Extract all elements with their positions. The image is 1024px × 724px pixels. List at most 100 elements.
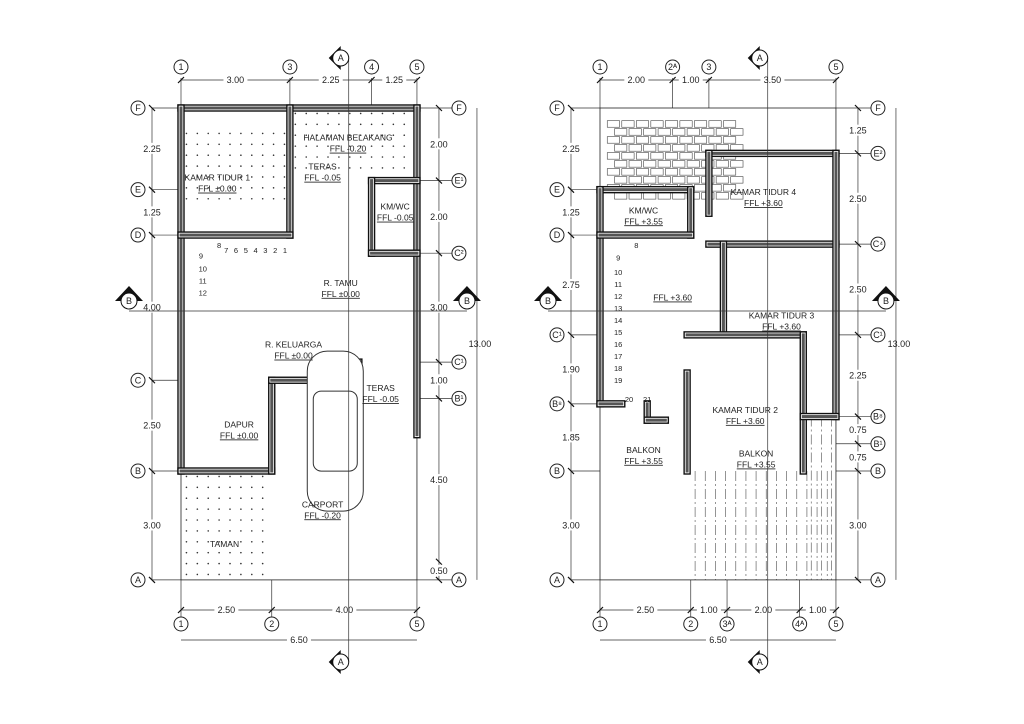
hatch-dot [261, 475, 264, 478]
hatch-dot [272, 176, 275, 178]
hatch-dot [261, 197, 264, 200]
hatch-dot [261, 187, 264, 189]
hatch-dot [196, 497, 199, 500]
grid-bubble [870, 145, 886, 161]
grid-bubble [130, 572, 146, 588]
hatch-dot [185, 562, 188, 565]
dimension-tick [148, 576, 156, 584]
dim-bg [845, 124, 870, 136]
roof-tile [635, 136, 649, 144]
roof-tile [628, 176, 642, 184]
roof-tile [715, 128, 729, 136]
stair-step-number: 3 [263, 246, 267, 255]
hatch-dot [207, 176, 210, 178]
roof-tile [665, 152, 678, 160]
hatch-dot [218, 508, 220, 510]
grid-bubble [409, 59, 425, 75]
dim-bg [426, 374, 451, 386]
dim-bg [624, 75, 649, 85]
roof-tile [621, 152, 635, 160]
grid-label-right: C¹ [454, 357, 464, 367]
roof-tile [694, 136, 708, 144]
dim-bg [845, 283, 870, 295]
hatch-dot [207, 519, 210, 521]
grid-label-right: E² [873, 148, 882, 158]
grid-bubble [130, 227, 146, 243]
roof-tile [650, 152, 664, 160]
dimension-tick [567, 231, 575, 239]
wall-fill [689, 188, 693, 237]
hatch-dot [240, 551, 242, 554]
section-marker-bubble [332, 653, 350, 671]
hatch-dot [240, 530, 242, 532]
section-marker-label: A [338, 53, 344, 63]
roof-tile [679, 152, 693, 160]
wall-fill [598, 402, 624, 406]
dimension-total-height: 13.00 [888, 339, 911, 349]
room-floor-level: FFL ±0.00 [198, 184, 237, 194]
dim-bg [845, 519, 870, 531]
stair-step-number: 8 [217, 241, 221, 250]
grid-bubble [828, 59, 844, 75]
roof-tile [715, 192, 729, 200]
hatch-dot [381, 145, 384, 147]
hatch-dot [207, 165, 210, 167]
dimension-tick [567, 400, 575, 408]
section-marker-label: B [883, 296, 889, 306]
roof-tile [635, 120, 649, 128]
dimension-tick [148, 467, 156, 475]
stair-step-number: 6 [234, 246, 238, 255]
grid-label-top: 5 [833, 62, 838, 72]
room-floor-level: FFL -0.20 [330, 144, 367, 154]
hatch-dot [250, 187, 253, 189]
roof-tile [708, 120, 722, 128]
dimension-tick [854, 576, 862, 584]
stair-step-number: 12 [614, 292, 622, 301]
hatch-dot [218, 187, 220, 189]
hatch-dot [261, 497, 264, 500]
hatch-dot [196, 143, 199, 146]
dim-bg [140, 419, 164, 431]
dim-bg [426, 564, 451, 576]
dimension-value: 3.00 [430, 303, 448, 313]
dim-bg [678, 75, 703, 85]
hatch-dot [196, 540, 199, 543]
hatch-dot [403, 123, 406, 126]
dimension-value: 2.50 [849, 285, 867, 295]
room-name: R. TAMU [324, 278, 358, 288]
hatch-dot [250, 530, 253, 532]
hatch-dot [185, 132, 188, 135]
dim-bg [426, 301, 451, 313]
hatch-dot [185, 176, 188, 178]
hatch-dot [207, 562, 210, 565]
roof-tile [701, 128, 715, 136]
roof-tile [694, 184, 708, 192]
grid-bubble [592, 59, 608, 75]
stair-step-number: 10 [614, 268, 622, 277]
hatch-dot [250, 573, 253, 576]
dimension-tick [413, 606, 421, 614]
hatch-dot [185, 530, 188, 532]
hatch-dot [250, 486, 253, 489]
grid-label-left: B [554, 466, 560, 476]
hatch-dot [185, 197, 188, 200]
grid-label-bottom: 2 [269, 619, 274, 629]
hatch-dot [327, 123, 329, 126]
hatch-dot [294, 112, 297, 115]
dim-bg [559, 363, 583, 375]
hatch-dot [327, 112, 329, 115]
roof-tile [715, 160, 729, 168]
hatch-dot [261, 165, 264, 167]
hatch-dot [196, 486, 199, 489]
dimension-tick [435, 249, 443, 257]
dimension-value: 4.50 [430, 475, 448, 485]
stair-step-number: 2 [273, 246, 277, 255]
hatch-dot [316, 167, 318, 169]
hatch-dot [229, 497, 231, 500]
grid-label-left: B [135, 466, 141, 476]
room-name: KAMAR TIDUR 1 [185, 173, 251, 183]
hatch-dot [370, 112, 373, 115]
hatch-dot [229, 154, 231, 156]
wall-fill [415, 106, 419, 437]
grid-label-top: 2ᴬ [668, 62, 678, 72]
